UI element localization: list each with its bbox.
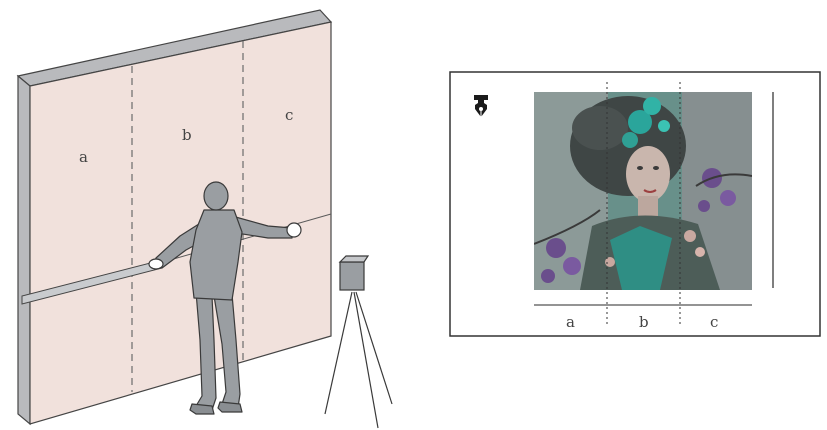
wall: a b c [18,10,331,424]
tripod-leg-right [356,292,392,404]
wall-label-b: b [182,126,192,144]
wall-label-a: a [79,148,88,166]
camera-tripod [325,256,392,428]
camera-body [340,262,364,290]
preview-label-c: c [710,313,718,331]
camera-top [340,256,368,262]
person-right-hand [287,223,301,237]
wall-front-face [30,22,331,424]
person-head [204,182,228,210]
person-left-hand [149,259,163,269]
person-left-shoe [190,404,214,414]
geisha-image [534,92,752,290]
tripod-leg-center [354,292,378,428]
wall-label-c: c [285,106,293,124]
preview-label-a: a [566,313,575,331]
wall-side-edge [18,76,30,424]
person-right-shoe [218,402,242,412]
print-preview: a b c [450,72,820,336]
preview-label-b: b [639,313,649,331]
